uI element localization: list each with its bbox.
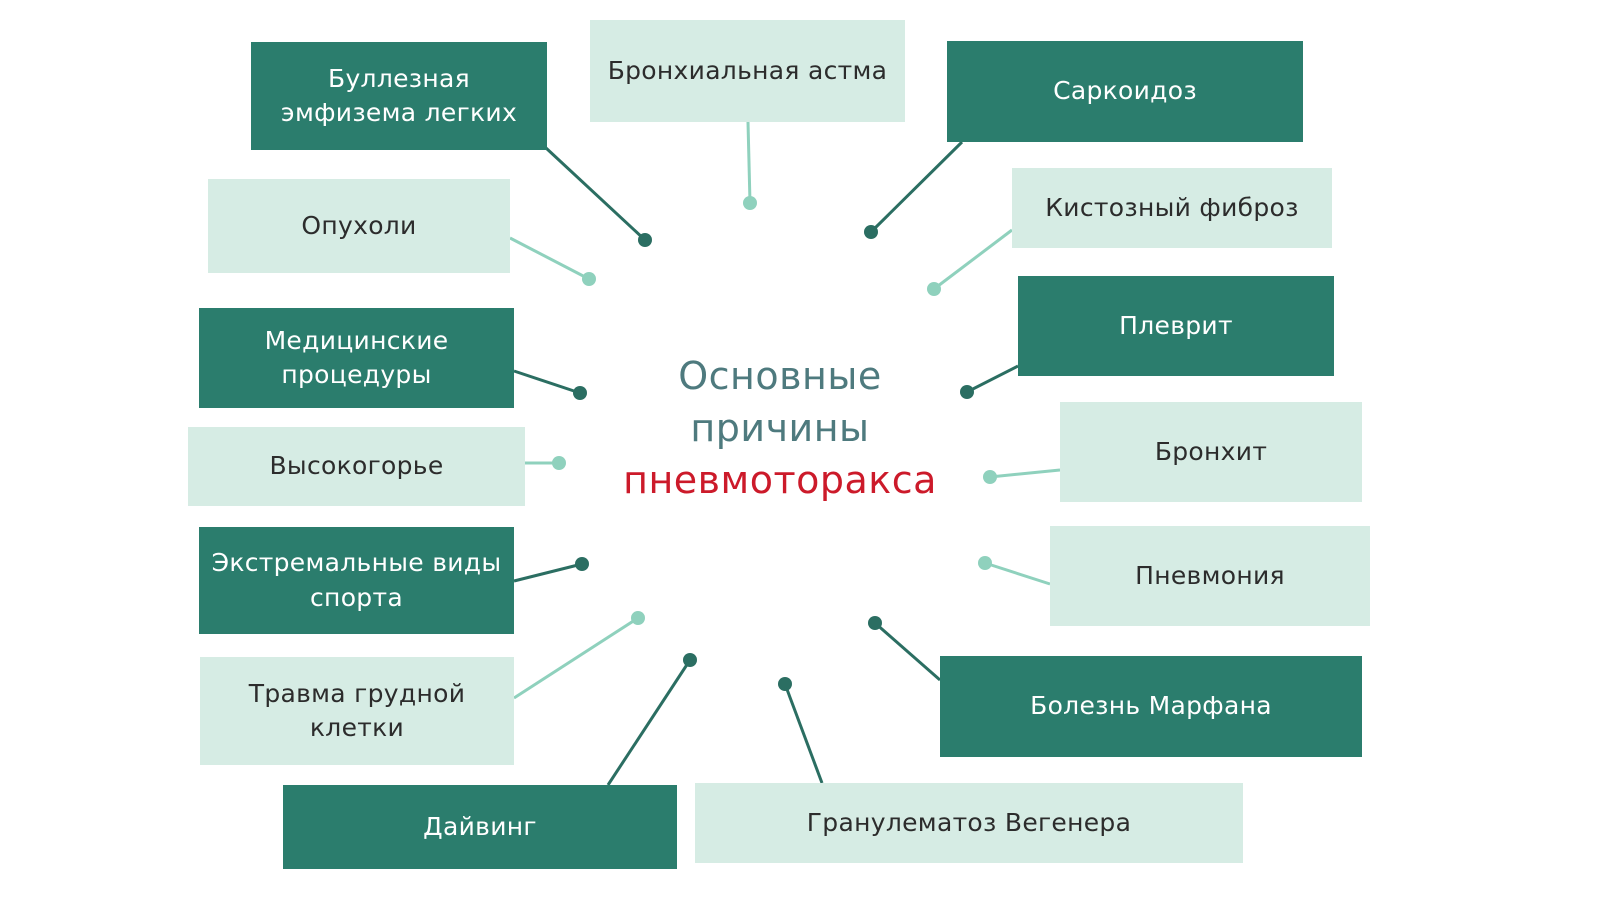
cause-box-bullous-emphysema: Буллезная эмфизема легких [251, 42, 547, 150]
cause-box-pneumonia: Пневмония [1050, 526, 1370, 626]
cause-box-cystic-fibrosis: Кистозный фиброз [1012, 168, 1332, 248]
connector-dot-pleurisy [960, 385, 974, 399]
connector-pleurisy [966, 364, 1019, 394]
connector-dot-medical-procedures [573, 386, 587, 400]
cause-box-chest-trauma: Травма грудной клетки [200, 657, 514, 765]
connector-dot-sarcoidosis [864, 225, 878, 239]
connector-marfan-disease [874, 621, 941, 682]
connector-pneumonia [984, 561, 1051, 586]
connector-bullous-emphysema [544, 146, 647, 242]
connector-dot-bullous-emphysema [638, 233, 652, 247]
connector-dot-wegener-granulomatosis [778, 677, 792, 691]
connector-dot-extreme-sports [575, 557, 589, 571]
connector-dot-cystic-fibrosis [927, 282, 941, 296]
connector-bronchitis [989, 468, 1061, 479]
cause-box-wegener-granulomatosis: Гранулематоз Вегенера [695, 783, 1243, 863]
cause-box-tumors: Опухоли [208, 179, 510, 273]
connector-medical-procedures [513, 369, 581, 395]
diagram-title: Основные причины пневмоторакса [560, 350, 1000, 506]
connector-dot-marfan-disease [868, 616, 882, 630]
connector-dot-chest-trauma [631, 611, 645, 625]
cause-box-extreme-sports: Экстремальные виды спорта [199, 527, 514, 634]
connector-wegener-granulomatosis [783, 683, 824, 784]
cause-box-medical-procedures: Медицинские процедуры [199, 308, 514, 408]
connector-cystic-fibrosis [933, 228, 1013, 291]
connector-chest-trauma [513, 616, 639, 700]
title-line-1: Основные [678, 354, 882, 398]
cause-box-marfan-disease: Болезнь Марфана [940, 656, 1362, 757]
connector-dot-high-altitude [552, 456, 566, 470]
connector-dot-bronchitis [983, 470, 997, 484]
connector-dot-tumors [582, 272, 596, 286]
connector-dot-bronchial-asthma [743, 196, 757, 210]
connector-tumors [509, 236, 590, 281]
connector-dot-pneumonia [978, 556, 992, 570]
cause-box-sarcoidosis: Саркоидоз [947, 41, 1303, 142]
connector-bronchial-asthma [746, 121, 752, 204]
cause-box-high-altitude: Высокогорье [188, 427, 525, 506]
connector-dot-diving [683, 653, 697, 667]
cause-box-pleurisy: Плеврит [1018, 276, 1334, 376]
connector-sarcoidosis [869, 140, 964, 234]
cause-box-diving: Дайвинг [283, 785, 677, 869]
title-line-3: пневмоторакса [623, 458, 937, 502]
title-line-2: причины [690, 406, 870, 450]
cause-box-bronchitis: Бронхит [1060, 402, 1362, 502]
connector-extreme-sports [513, 562, 583, 583]
connector-diving [606, 659, 692, 786]
cause-box-bronchial-asthma: Бронхиальная астма [590, 20, 905, 122]
